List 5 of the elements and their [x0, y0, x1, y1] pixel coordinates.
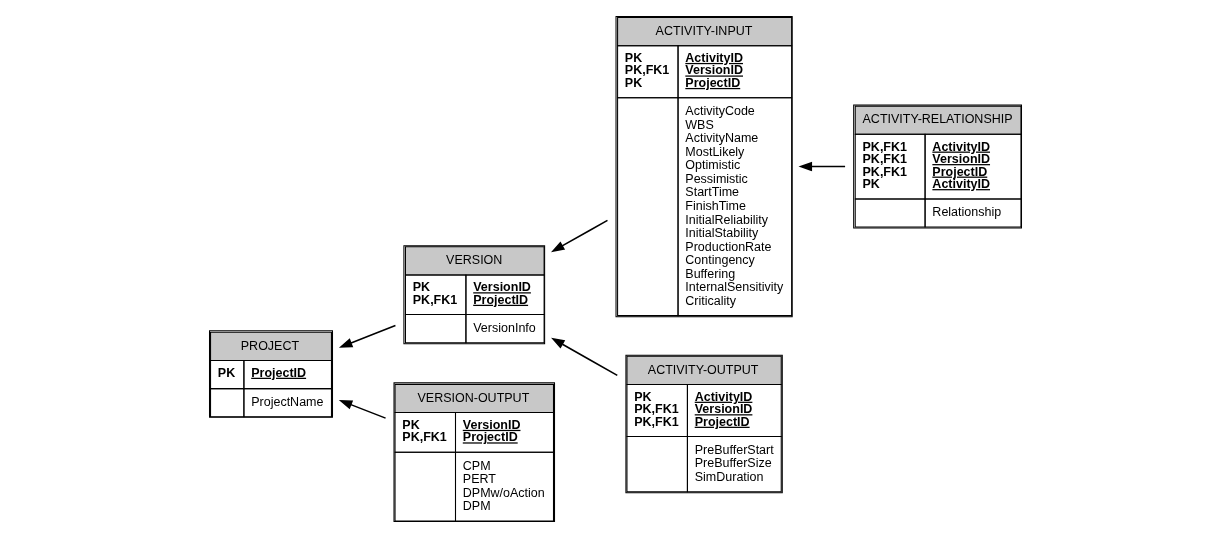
- arrow: [338, 324, 397, 348]
- arrow: [338, 399, 387, 419]
- arrow: [798, 161, 846, 172]
- arrow: [551, 337, 619, 377]
- arrow: [551, 219, 609, 253]
